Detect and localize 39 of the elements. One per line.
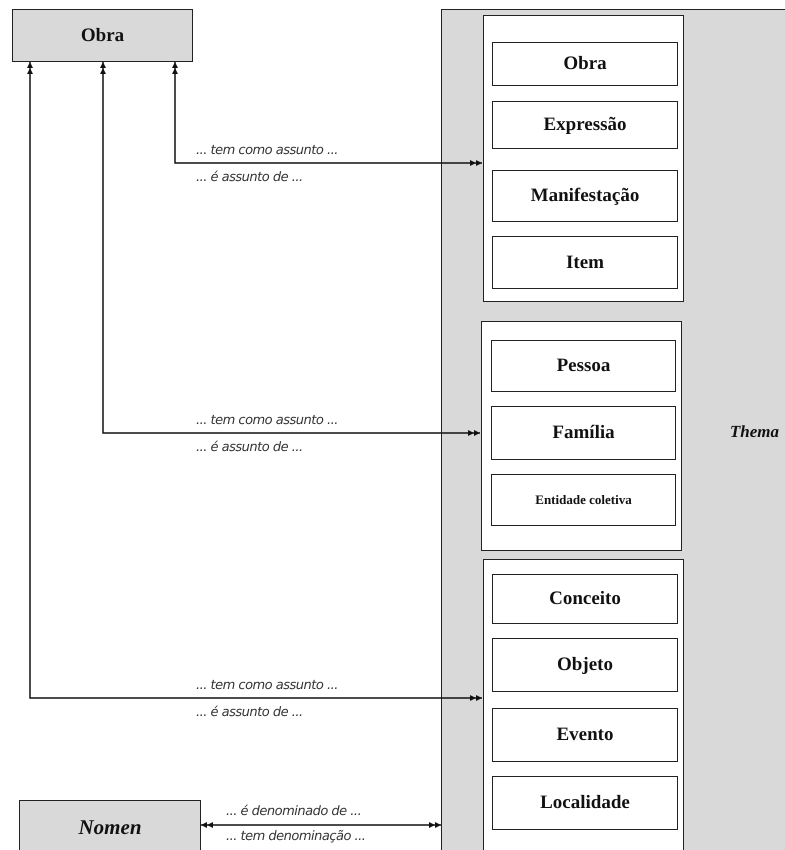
- entity-name: Item: [566, 252, 604, 274]
- edge-label: ... tem como assunto ...: [196, 143, 338, 158]
- relation-label: ... é assunto de ...: [196, 705, 303, 720]
- group-box: [483, 15, 684, 302]
- panel-heading: Thema: [730, 422, 779, 442]
- entity-box: [491, 474, 676, 526]
- relation-label: ... é assunto de ...: [196, 170, 303, 185]
- relation-label: ... tem denominação ...: [226, 829, 366, 844]
- relation-label: ... é assunto de ...: [196, 440, 303, 455]
- thema-panel: [441, 9, 785, 850]
- entity-box: [491, 340, 676, 392]
- edge-label: ... tem como assunto ...: [196, 678, 338, 693]
- entity-name: Família: [552, 422, 615, 444]
- entity-box: [19, 800, 201, 850]
- edge-label: ... é denominado de ...: [226, 804, 362, 819]
- entity-box: [492, 574, 678, 624]
- edge-label: ... tem como assunto ...: [196, 413, 338, 428]
- entity-name: Expressão: [543, 114, 627, 136]
- entity-box: [492, 236, 678, 289]
- entity-box: [492, 708, 678, 762]
- group-box: [481, 321, 682, 551]
- entity-box: [492, 170, 678, 222]
- entity-name: Nomen: [78, 815, 142, 840]
- entity-box: [492, 776, 678, 830]
- entity-name: Conceito: [549, 588, 621, 610]
- entity-box: [492, 42, 678, 86]
- entity-name: Objeto: [557, 654, 613, 676]
- entity-name: Pessoa: [556, 355, 610, 377]
- entity-name: Evento: [556, 724, 614, 746]
- entity-box: [492, 638, 678, 692]
- entity-box: [491, 406, 676, 460]
- entity-box: [492, 101, 678, 149]
- entity-name: Obra: [80, 24, 124, 46]
- group-box: [483, 559, 684, 850]
- entity-name: Manifestação: [530, 185, 640, 207]
- entity-name: Obra: [563, 53, 607, 75]
- entity-name: Localidade: [540, 792, 630, 814]
- entity-box: [12, 9, 193, 62]
- entity-name: Entidade coletiva: [535, 492, 632, 508]
